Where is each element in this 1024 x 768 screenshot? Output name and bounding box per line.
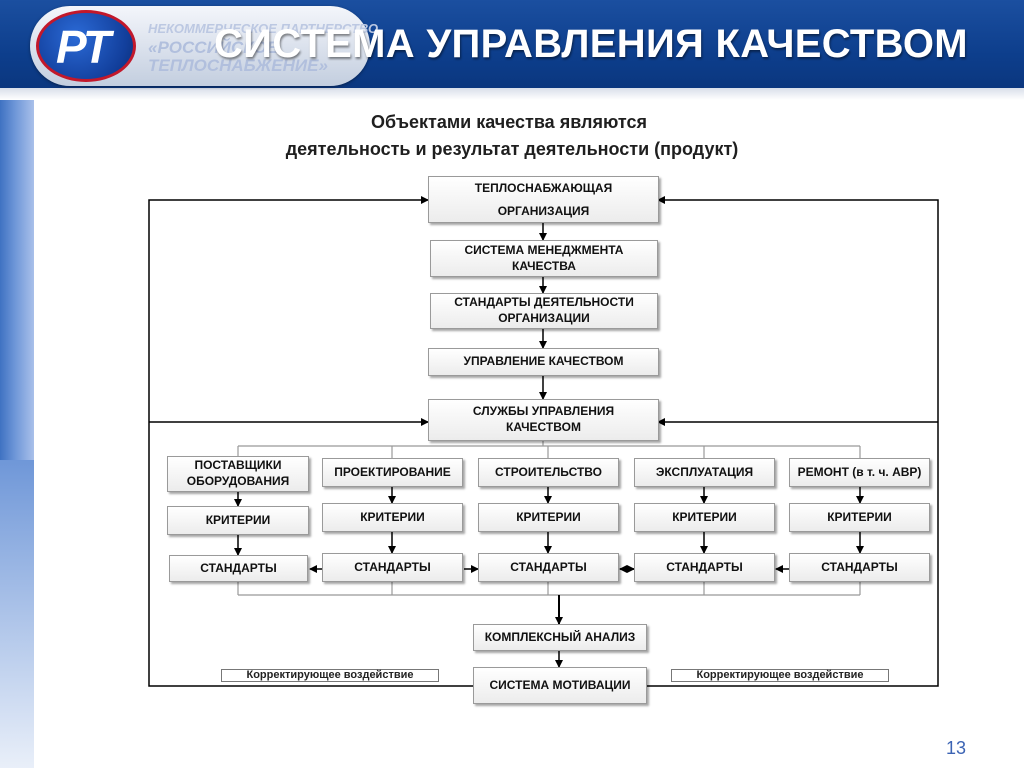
box-quality-management: УПРАВЛЕНИЕ КАЧЕСТВОМ — [428, 348, 659, 376]
subtitle-line-2: деятельность и результат деятельности (п… — [285, 139, 739, 159]
criteria-label: КРИТЕРИИ — [827, 509, 892, 524]
standards-label: СТАНДАРТЫ — [354, 559, 431, 574]
suppliers-line-2: ОБОРУДОВАНИЯ — [186, 474, 290, 488]
management-label: УПРАВЛЕНИЕ КАЧЕСТВОМ — [463, 354, 624, 369]
repair-label: РЕМОНТ (в т. ч. АВР) — [797, 464, 922, 479]
box-standards-repair: СТАНДАРТЫ — [789, 553, 930, 582]
logo-emblem — [36, 10, 136, 82]
suppliers-line-1: ПОСТАВЩИКИ — [194, 458, 282, 473]
header-divider — [0, 88, 1024, 100]
operation-label: ЭКСПЛУАТАЦИЯ — [655, 464, 754, 479]
qms-line-2: КАЧЕСТВА — [512, 258, 576, 273]
box-heat-supply-organization: ТЕПЛОСНАБЖАЮЩАЯ ОРГАНИЗАЦИЯ — [428, 176, 659, 223]
logo-line-3: ТЕПЛОСНАБЖЕНИЕ» — [148, 56, 328, 75]
criteria-label: КРИТЕРИИ — [205, 512, 271, 527]
feedback-loop-right — [657, 196, 939, 422]
box-construction: СТРОИТЕЛЬСТВО — [478, 458, 619, 487]
feedback-loop-left — [148, 196, 429, 422]
left-accent-bar-fade — [0, 460, 34, 768]
standards-line-2: ОРГАНИЗАЦИИ — [498, 311, 590, 325]
box-motivation-system: СИСТЕМА МОТИВАЦИИ — [473, 667, 647, 704]
analysis-label: КОМПЛЕКСНЫЙ АНАЛИЗ — [484, 629, 636, 644]
motivation-label: СИСТЕМА МОТИВАЦИИ — [489, 677, 631, 692]
standards-label: СТАНДАРТЫ — [821, 559, 898, 574]
slide-title: СИСТЕМА УПРАВЛЕНИЯ КАЧЕСТВОМ — [214, 22, 968, 66]
box-standards-construction: СТАНДАРТЫ — [478, 553, 619, 582]
box-comprehensive-analysis: КОМПЛЕКСНЫЙ АНАЛИЗ — [473, 624, 647, 651]
box-operation: ЭКСПЛУАТАЦИЯ — [634, 458, 775, 487]
services-line-2: КАЧЕСТВОМ — [506, 420, 581, 434]
box-criteria-repair: КРИТЕРИИ — [789, 503, 930, 532]
box-criteria-suppliers: КРИТЕРИИ — [167, 506, 309, 535]
box-standards-design: СТАНДАРТЫ — [322, 553, 463, 582]
loop-right-bottom — [647, 422, 939, 687]
box-design: ПРОЕКТИРОВАНИЕ — [322, 458, 463, 487]
box-criteria-operation: КРИТЕРИИ — [634, 503, 775, 532]
standards-label: СТАНДАРТЫ — [666, 559, 743, 574]
box-criteria-design: КРИТЕРИИ — [322, 503, 463, 532]
criteria-label: КРИТЕРИИ — [516, 509, 581, 524]
logo-line-1: НЕКОММЕРЧЕСКОЕ ПАРТНЕРСТВО — [148, 21, 379, 36]
loop-left-bottom — [148, 422, 473, 687]
standards-label: СТАНДАРТЫ — [200, 560, 277, 575]
box-criteria-construction: КРИТЕРИИ — [478, 503, 619, 532]
qms-line-1: СИСТЕМА МЕНЕДЖМЕНТА — [464, 242, 624, 257]
standards-label: СТАНДАРТЫ — [510, 559, 587, 574]
subtitle-line-1: Объектами качества являются — [371, 112, 647, 132]
corrective-action-left: Корректирующее воздействие — [221, 669, 439, 682]
box-repair: РЕМОНТ (в т. ч. АВР) — [789, 458, 930, 487]
design-label: ПРОЕКТИРОВАНИЕ — [334, 464, 451, 479]
corrective-action-right: Корректирующее воздействие — [671, 669, 889, 682]
box-standards-operation: СТАНДАРТЫ — [634, 553, 775, 582]
box-standards-suppliers: СТАНДАРТЫ — [169, 555, 308, 582]
criteria-label: КРИТЕРИИ — [360, 509, 425, 524]
page-number: 13 — [945, 738, 966, 758]
services-line-1: СЛУЖБЫ УПРАВЛЕНИЯ — [472, 404, 615, 419]
org-line-1: ТЕПЛОСНАБЖАЮЩАЯ — [474, 180, 613, 195]
standards-line-1: СТАНДАРТЫ ДЕЯТЕЛЬНОСТИ — [454, 295, 634, 310]
org-line-2: ОРГАНИЗАЦИЯ — [497, 203, 590, 218]
logo-line-2: «РОССИЙСКОЕ — [148, 38, 279, 57]
construction-label: СТРОИТЕЛЬСТВО — [495, 464, 602, 479]
logo-mark: РТ — [56, 21, 111, 73]
criteria-label: КРИТЕРИИ — [672, 509, 737, 524]
